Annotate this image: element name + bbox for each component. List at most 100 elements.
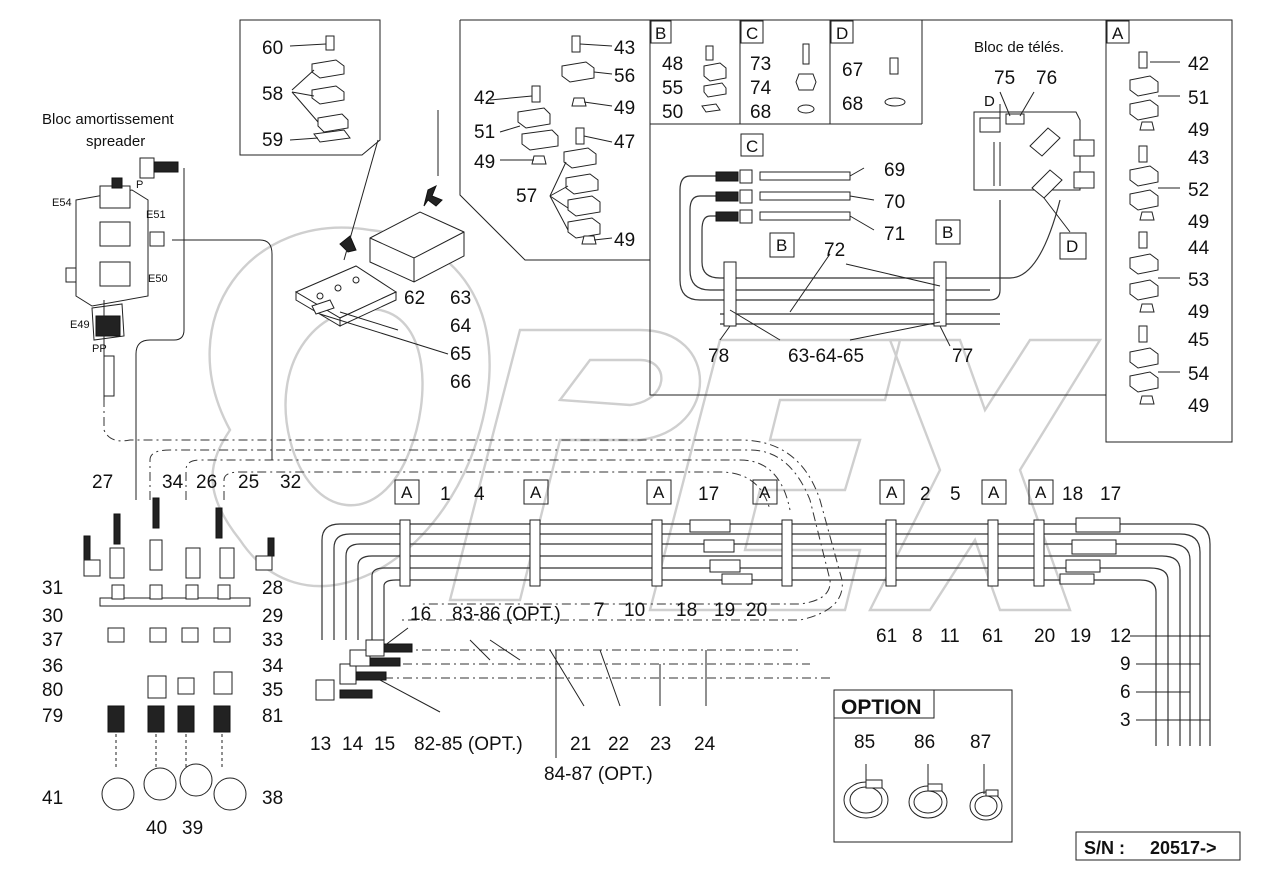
letter-boxes xyxy=(394,20,1130,505)
clamp-letter-b-left: B xyxy=(776,236,787,255)
callout-30: 30 xyxy=(42,606,63,627)
callout-78: 78 xyxy=(708,346,729,367)
callout-49-mid: 49 xyxy=(474,152,495,173)
callout-28: 28 xyxy=(262,578,283,599)
distribution-block xyxy=(339,184,465,283)
spreader-damping-valve-block xyxy=(65,157,179,397)
main-hose-run xyxy=(321,523,1211,746)
callout-17-right: 17 xyxy=(1100,484,1121,505)
callout-a-49-4: 49 xyxy=(1188,396,1209,417)
callout-22: 22 xyxy=(608,734,629,755)
callout-58: 58 xyxy=(262,84,283,105)
callout-18-right: 18 xyxy=(1062,484,1083,505)
clamp-letter-b-right: B xyxy=(942,223,953,242)
callout-38: 38 xyxy=(262,788,283,809)
callout-68-c: 68 xyxy=(750,102,771,123)
callout-66: 66 xyxy=(450,372,471,393)
callout-a-43: 43 xyxy=(1188,148,1209,169)
callout-80: 80 xyxy=(42,680,63,701)
callout-19-left: 19 xyxy=(714,600,735,621)
callout-82-85-opt: 82-85 (OPT.) xyxy=(414,734,523,755)
callout-51-mid: 51 xyxy=(474,122,495,143)
callout-4: 4 xyxy=(474,484,485,505)
callout-35: 35 xyxy=(262,680,283,701)
callout-12: 12 xyxy=(1110,626,1131,647)
callout-31: 31 xyxy=(42,578,63,599)
frame-box-60-59 xyxy=(239,19,381,156)
callout-16: 16 xyxy=(410,604,431,625)
callout-63: 63 xyxy=(450,288,471,309)
callout-9: 9 xyxy=(1120,654,1131,675)
box-2-parts xyxy=(517,35,601,245)
detail-c-parts xyxy=(795,43,817,114)
frame-detail-main xyxy=(459,19,1233,443)
detail-b-parts xyxy=(701,45,727,113)
callout-19-right: 19 xyxy=(1070,626,1091,647)
bloc-amortissement-label-2: spreader xyxy=(86,133,145,150)
callout-61-left: 61 xyxy=(876,626,897,647)
callout-23: 23 xyxy=(650,734,671,755)
option-title: OPTION xyxy=(841,696,922,719)
callout-a-49-3: 49 xyxy=(1188,302,1209,323)
callout-a-51: 51 xyxy=(1188,88,1209,109)
bloc-teles-label: Bloc de télés. xyxy=(974,39,1064,56)
callout-15: 15 xyxy=(374,734,395,755)
callout-11: 11 xyxy=(940,626,960,647)
callout-79: 79 xyxy=(42,706,63,727)
serial-label: S/N : xyxy=(1084,838,1125,858)
callout-a-49-2: 49 xyxy=(1188,212,1209,233)
callout-56: 56 xyxy=(614,66,635,87)
callout-50: 50 xyxy=(662,102,683,123)
callout-77: 77 xyxy=(952,346,973,367)
callout-63-64-65: 63-64-65 xyxy=(788,346,864,367)
clamp-a-5: A xyxy=(886,483,898,502)
callout-41: 41 xyxy=(42,788,63,809)
hose-letter-c: C xyxy=(746,137,758,156)
callout-74: 74 xyxy=(750,78,772,99)
callout-49-top: 49 xyxy=(614,98,635,119)
callout-a-49-1: 49 xyxy=(1188,120,1209,141)
callout-73: 73 xyxy=(750,54,771,75)
callout-14: 14 xyxy=(342,734,364,755)
bloc-amortissement-label-1: Bloc amortissement xyxy=(42,111,175,128)
detail-letter-a: A xyxy=(1112,24,1124,43)
callout-1: 1 xyxy=(440,484,451,505)
clamp-a-6: A xyxy=(988,483,1000,502)
callout-83-86-opt: 83-86 (OPT.) xyxy=(452,604,561,625)
callout-3: 3 xyxy=(1120,710,1131,731)
callout-a-45: 45 xyxy=(1188,330,1209,351)
callout-85: 85 xyxy=(854,732,875,753)
box-60-parts xyxy=(289,35,351,143)
detail-d-parts xyxy=(884,57,906,107)
tee-fittings xyxy=(689,517,1121,585)
valve-label-e51: E51 xyxy=(146,209,166,221)
valve-label-p: P xyxy=(136,179,143,191)
hose-clamps-a xyxy=(399,519,1045,587)
callout-8: 8 xyxy=(912,626,923,647)
callout-86: 86 xyxy=(914,732,935,753)
bracket-62 xyxy=(294,265,398,327)
callout-67: 67 xyxy=(842,60,863,81)
callout-27: 27 xyxy=(92,472,113,493)
callout-87: 87 xyxy=(970,732,991,753)
valve-label-pp: PP xyxy=(92,343,107,355)
callout-84-87-opt: 84-87 (OPT.) xyxy=(544,764,653,785)
clamp-a-7: A xyxy=(1035,483,1047,502)
callout-26: 26 xyxy=(196,472,217,493)
bloc-d-label: D xyxy=(984,93,995,110)
clamp-a-2: A xyxy=(530,483,542,502)
elbow-fittings-13-16 xyxy=(315,639,413,701)
valve-label-e50: E50 xyxy=(148,273,168,285)
option-frame xyxy=(833,689,1013,843)
callout-25: 25 xyxy=(238,472,259,493)
detail-letter-b: B xyxy=(655,24,666,43)
clamp-a-4: A xyxy=(759,483,771,502)
callout-a-53: 53 xyxy=(1188,270,1209,291)
callout-81: 81 xyxy=(262,706,283,727)
valve-label-e49: E49 xyxy=(70,319,90,331)
callout-33: 33 xyxy=(262,630,283,651)
callout-42-mid: 42 xyxy=(474,88,495,109)
callout-37: 37 xyxy=(42,630,63,651)
callout-59: 59 xyxy=(262,130,283,151)
